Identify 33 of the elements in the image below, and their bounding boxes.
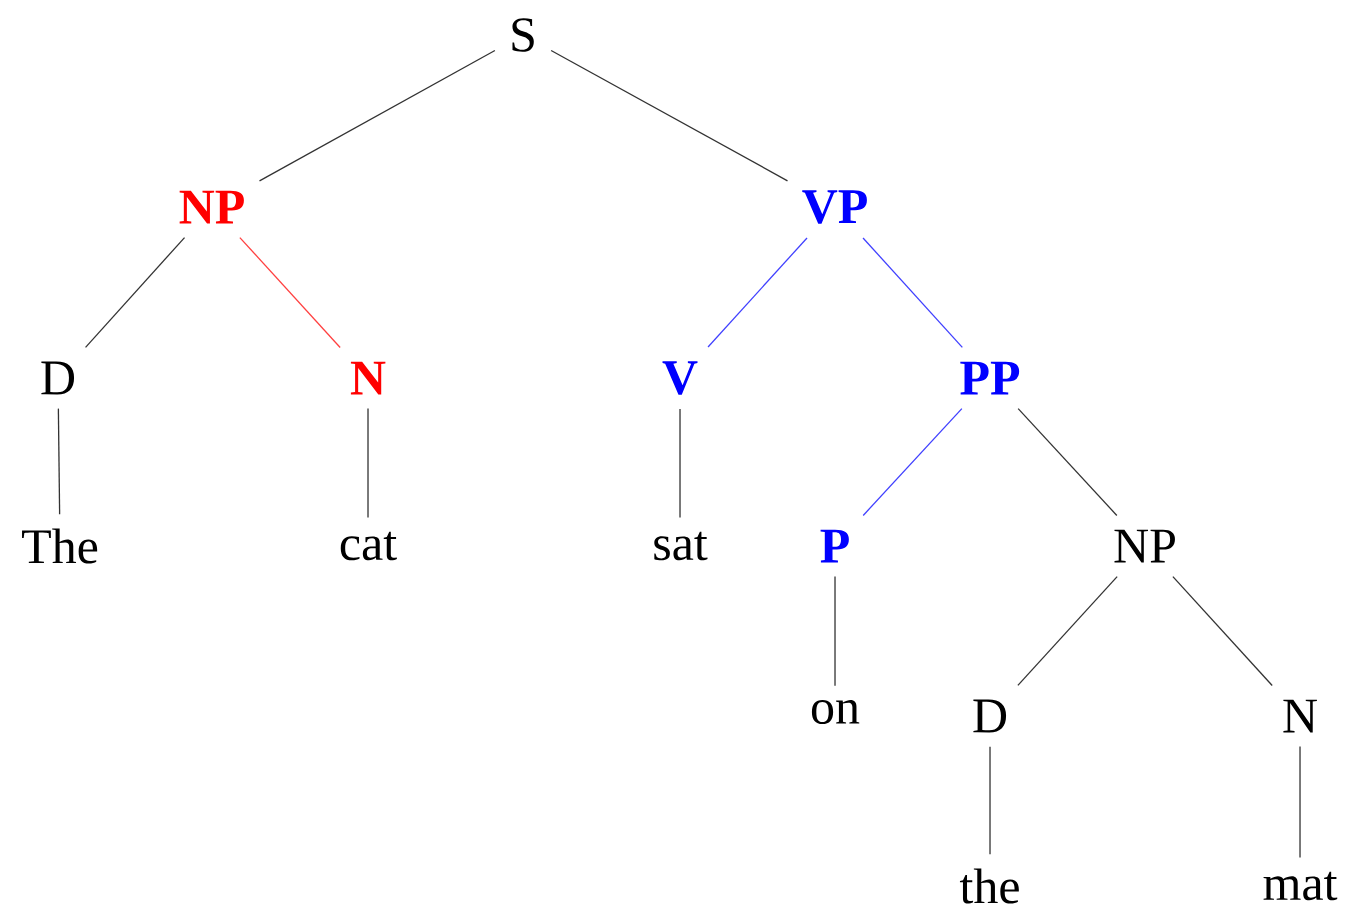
tree-label: S bbox=[512, 18, 534, 52]
tree-label: N bbox=[350, 361, 386, 395]
tree-label: cat bbox=[340, 531, 397, 561]
tree-label: the bbox=[959, 868, 1019, 904]
tree-label: PP bbox=[960, 361, 1020, 395]
tree-branch bbox=[679, 408, 681, 519]
tree-branch bbox=[1017, 407, 1118, 517]
tree-branch bbox=[1172, 575, 1273, 687]
tree-label: P bbox=[820, 529, 849, 563]
tree-branch bbox=[1299, 745, 1301, 859]
tree-label: sat bbox=[654, 531, 708, 561]
tree-label: The bbox=[22, 528, 98, 564]
tree-label: mat bbox=[1263, 871, 1338, 901]
tree-label: on bbox=[811, 700, 860, 725]
tree-branch bbox=[84, 236, 186, 349]
tree-branch bbox=[57, 408, 61, 515]
tree-branch bbox=[862, 407, 963, 517]
tree-branch bbox=[367, 407, 369, 519]
tree-branch bbox=[550, 49, 789, 182]
tree-branch bbox=[834, 575, 836, 687]
tree-label: NP bbox=[179, 190, 244, 224]
tree-label: D bbox=[973, 699, 1007, 733]
tree-branch bbox=[258, 49, 496, 182]
tree-label: N bbox=[1283, 699, 1317, 733]
tree-branch bbox=[239, 236, 341, 349]
tree-branch bbox=[1017, 575, 1118, 687]
tree-branch bbox=[989, 746, 991, 855]
tree-label: D bbox=[41, 361, 75, 395]
tree-label: V bbox=[662, 361, 698, 395]
tree-branch bbox=[707, 237, 808, 348]
tree-label: VP bbox=[802, 190, 867, 224]
tree-label: NP bbox=[1114, 529, 1175, 563]
tree-branch bbox=[862, 237, 963, 349]
